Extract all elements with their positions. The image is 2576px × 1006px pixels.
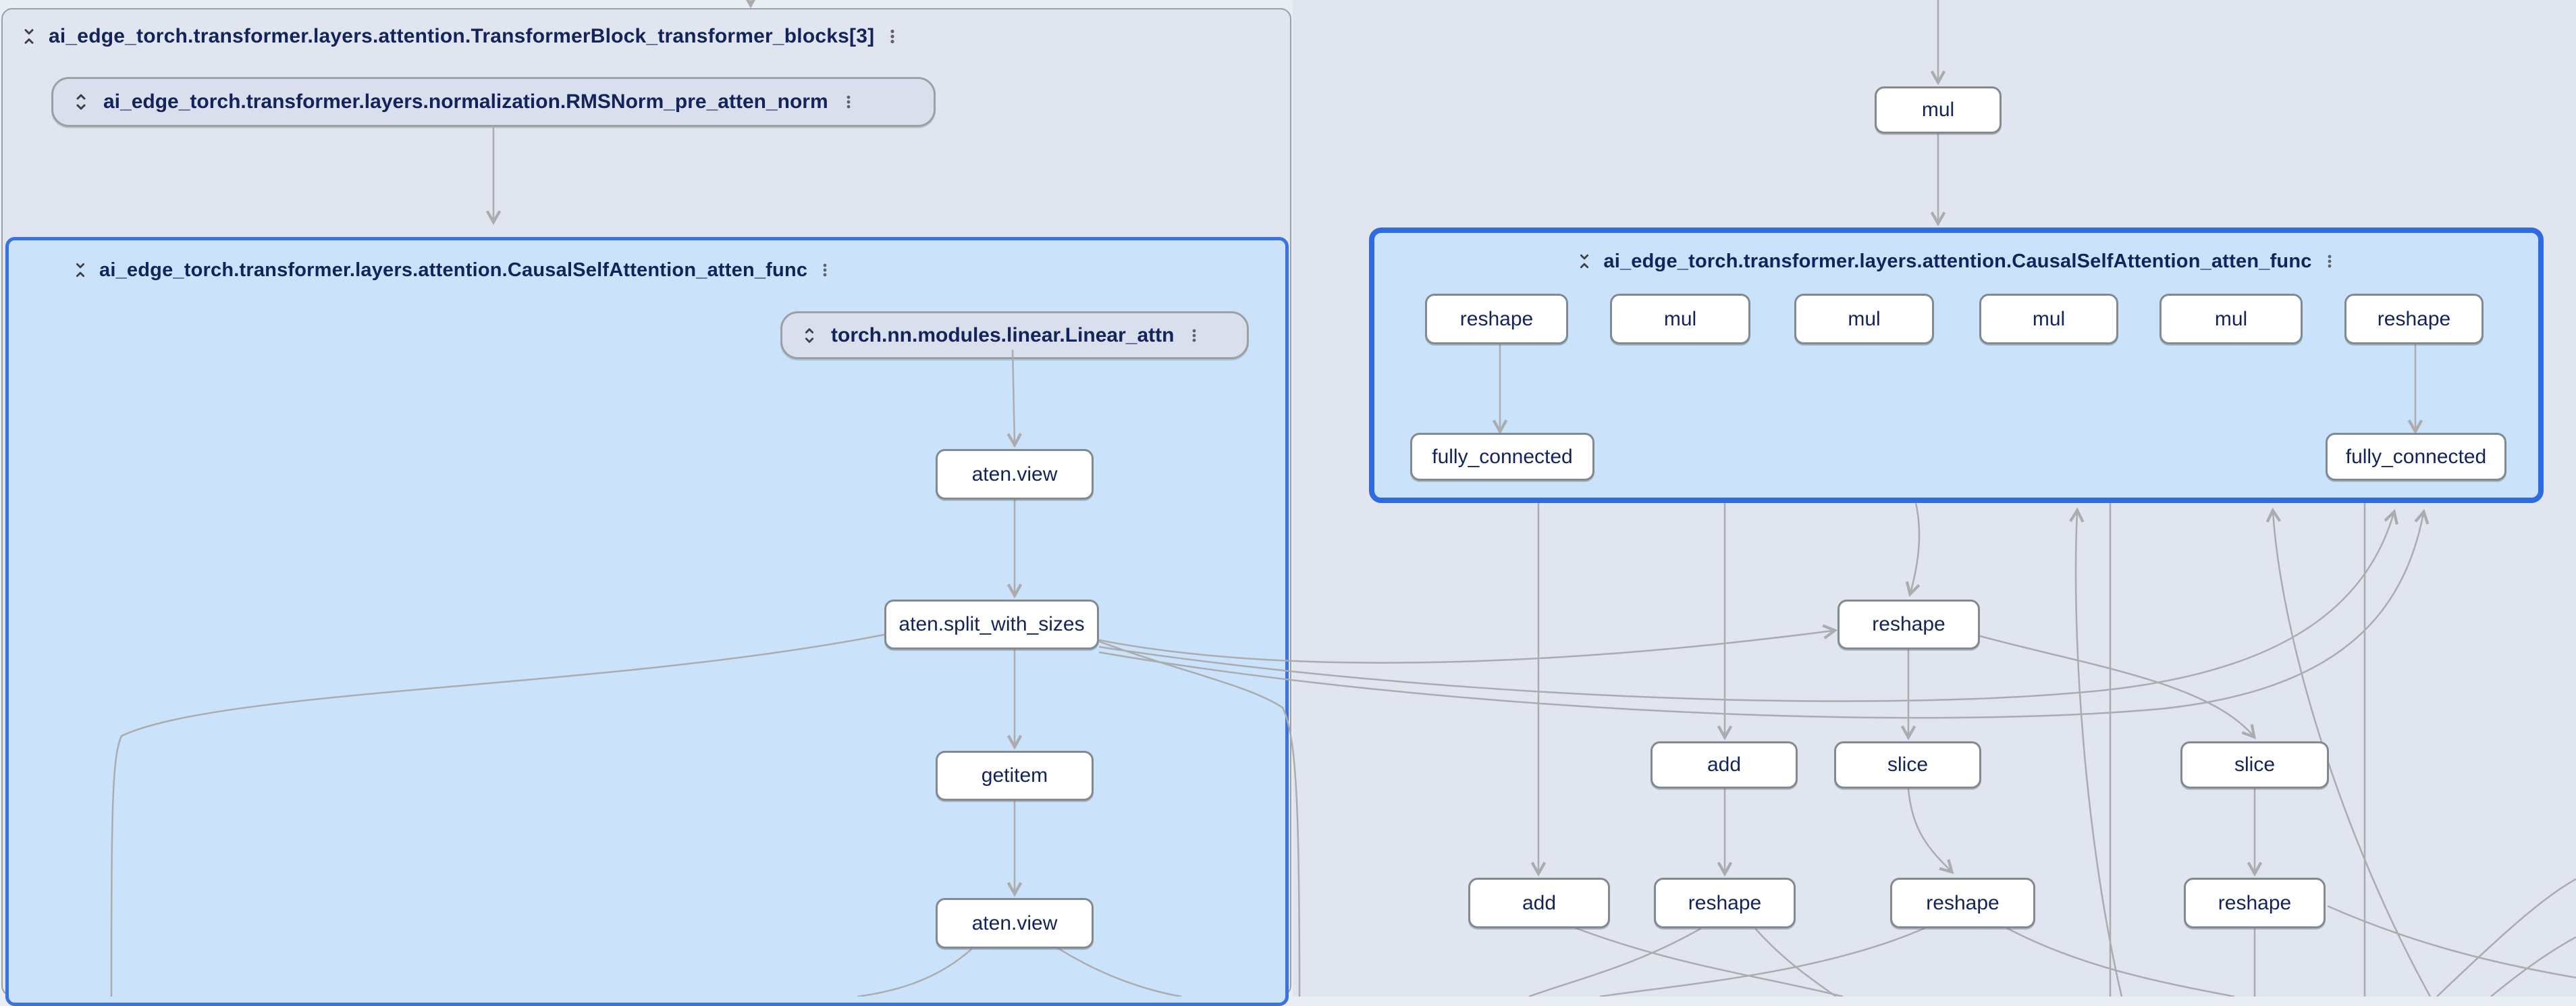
- unfold-less-icon[interactable]: [19, 26, 39, 47]
- unfold-less-icon[interactable]: [1575, 252, 1594, 271]
- op-node-label: aten.view: [972, 463, 1058, 486]
- op-node-mul[interactable]: mul: [1979, 294, 2118, 344]
- group-title-causal-self-attention-left: ai_edge_torch.transformer.layers.attenti…: [99, 259, 807, 282]
- op-node-add[interactable]: add: [1651, 741, 1798, 789]
- op-node-label: slice: [2234, 753, 2275, 776]
- op-node-mul[interactable]: mul: [2159, 294, 2303, 344]
- op-node-label: add: [1707, 753, 1741, 776]
- op-node-label: mul: [1664, 308, 1696, 331]
- unfold-less-icon[interactable]: [71, 261, 90, 280]
- op-node-slice[interactable]: slice: [2180, 741, 2329, 789]
- op-node-reshape[interactable]: reshape: [1890, 878, 2035, 928]
- op-node-label: mul: [2215, 308, 2247, 331]
- op-node-label: reshape: [1872, 613, 1945, 636]
- kebab-menu-icon[interactable]: [884, 26, 901, 47]
- op-node-mul[interactable]: mul: [1610, 294, 1750, 344]
- op-node-label: slice: [1887, 753, 1928, 776]
- op-node-label: aten.view: [972, 912, 1058, 935]
- group-title-causal-self-attention-right: ai_edge_torch.transformer.layers.attenti…: [1603, 250, 2311, 273]
- op-node-add[interactable]: add: [1468, 878, 1610, 928]
- group-header-causal-self-attention-left: ai_edge_torch.transformer.layers.attenti…: [71, 255, 833, 285]
- pill-label-rms-norm: ai_edge_torch.transformer.layers.normali…: [103, 90, 828, 113]
- op-node-fully-connected[interactable]: fully_connected: [2326, 433, 2506, 481]
- op-node-label: fully_connected: [1432, 446, 1572, 469]
- op-node-slice[interactable]: slice: [1834, 741, 1981, 789]
- op-node-label: reshape: [1460, 308, 1533, 331]
- collapsed-layer-rms-norm[interactable]: ai_edge_torch.transformer.layers.normali…: [51, 77, 936, 127]
- kebab-menu-icon[interactable]: [840, 92, 857, 112]
- op-node-label: mul: [2033, 308, 2065, 331]
- op-node-label: reshape: [1926, 892, 1999, 915]
- op-node-label: aten.split_with_sizes: [898, 613, 1084, 636]
- op-node-label: reshape: [1688, 892, 1761, 915]
- op-node-label: reshape: [2378, 308, 2450, 331]
- collapsed-layer-linear-attn[interactable]: torch.nn.modules.linear.Linear_attn: [780, 311, 1249, 359]
- pill-label-linear-attn: torch.nn.modules.linear.Linear_attn: [831, 324, 1174, 347]
- group-header-causal-self-attention-right: ai_edge_torch.transformer.layers.attenti…: [1374, 246, 2538, 276]
- op-node-mul[interactable]: mul: [1875, 86, 2002, 134]
- unfold-more-icon[interactable]: [800, 325, 819, 346]
- kebab-menu-icon[interactable]: [2322, 252, 2338, 271]
- op-node-fully-connected[interactable]: fully_connected: [1410, 433, 1594, 481]
- op-node-reshape[interactable]: reshape: [1837, 600, 1980, 650]
- kebab-menu-icon[interactable]: [817, 261, 833, 280]
- group-header-transformer-block: ai_edge_torch.transformer.layers.attenti…: [19, 22, 901, 51]
- group-panel-transformer-block-3[interactable]: ai_edge_torch.transformer.layers.attenti…: [1, 8, 1291, 997]
- op-node-label: fully_connected: [2346, 446, 2486, 469]
- group-title-transformer-block: ai_edge_torch.transformer.layers.attenti…: [49, 25, 874, 48]
- op-node-reshape[interactable]: reshape: [1654, 878, 1796, 928]
- op-node-reshape[interactable]: reshape: [2344, 294, 2484, 344]
- op-node-aten-split-with-sizes[interactable]: aten.split_with_sizes: [884, 600, 1099, 650]
- op-node-aten-view[interactable]: aten.view: [936, 898, 1094, 949]
- unfold-more-icon[interactable]: [71, 90, 91, 113]
- kebab-menu-icon[interactable]: [1186, 326, 1202, 345]
- op-node-mul[interactable]: mul: [1794, 294, 1934, 344]
- op-node-reshape[interactable]: reshape: [1425, 294, 1568, 344]
- op-node-label: mul: [1848, 308, 1880, 331]
- op-node-label: getitem: [982, 764, 1048, 787]
- op-node-reshape[interactable]: reshape: [2184, 878, 2326, 928]
- op-node-label: add: [1522, 892, 1556, 915]
- op-node-label: reshape: [2218, 892, 2291, 915]
- op-node-label: mul: [1922, 99, 1954, 122]
- op-node-aten-view[interactable]: aten.view: [936, 449, 1094, 500]
- op-node-getitem[interactable]: getitem: [936, 751, 1094, 801]
